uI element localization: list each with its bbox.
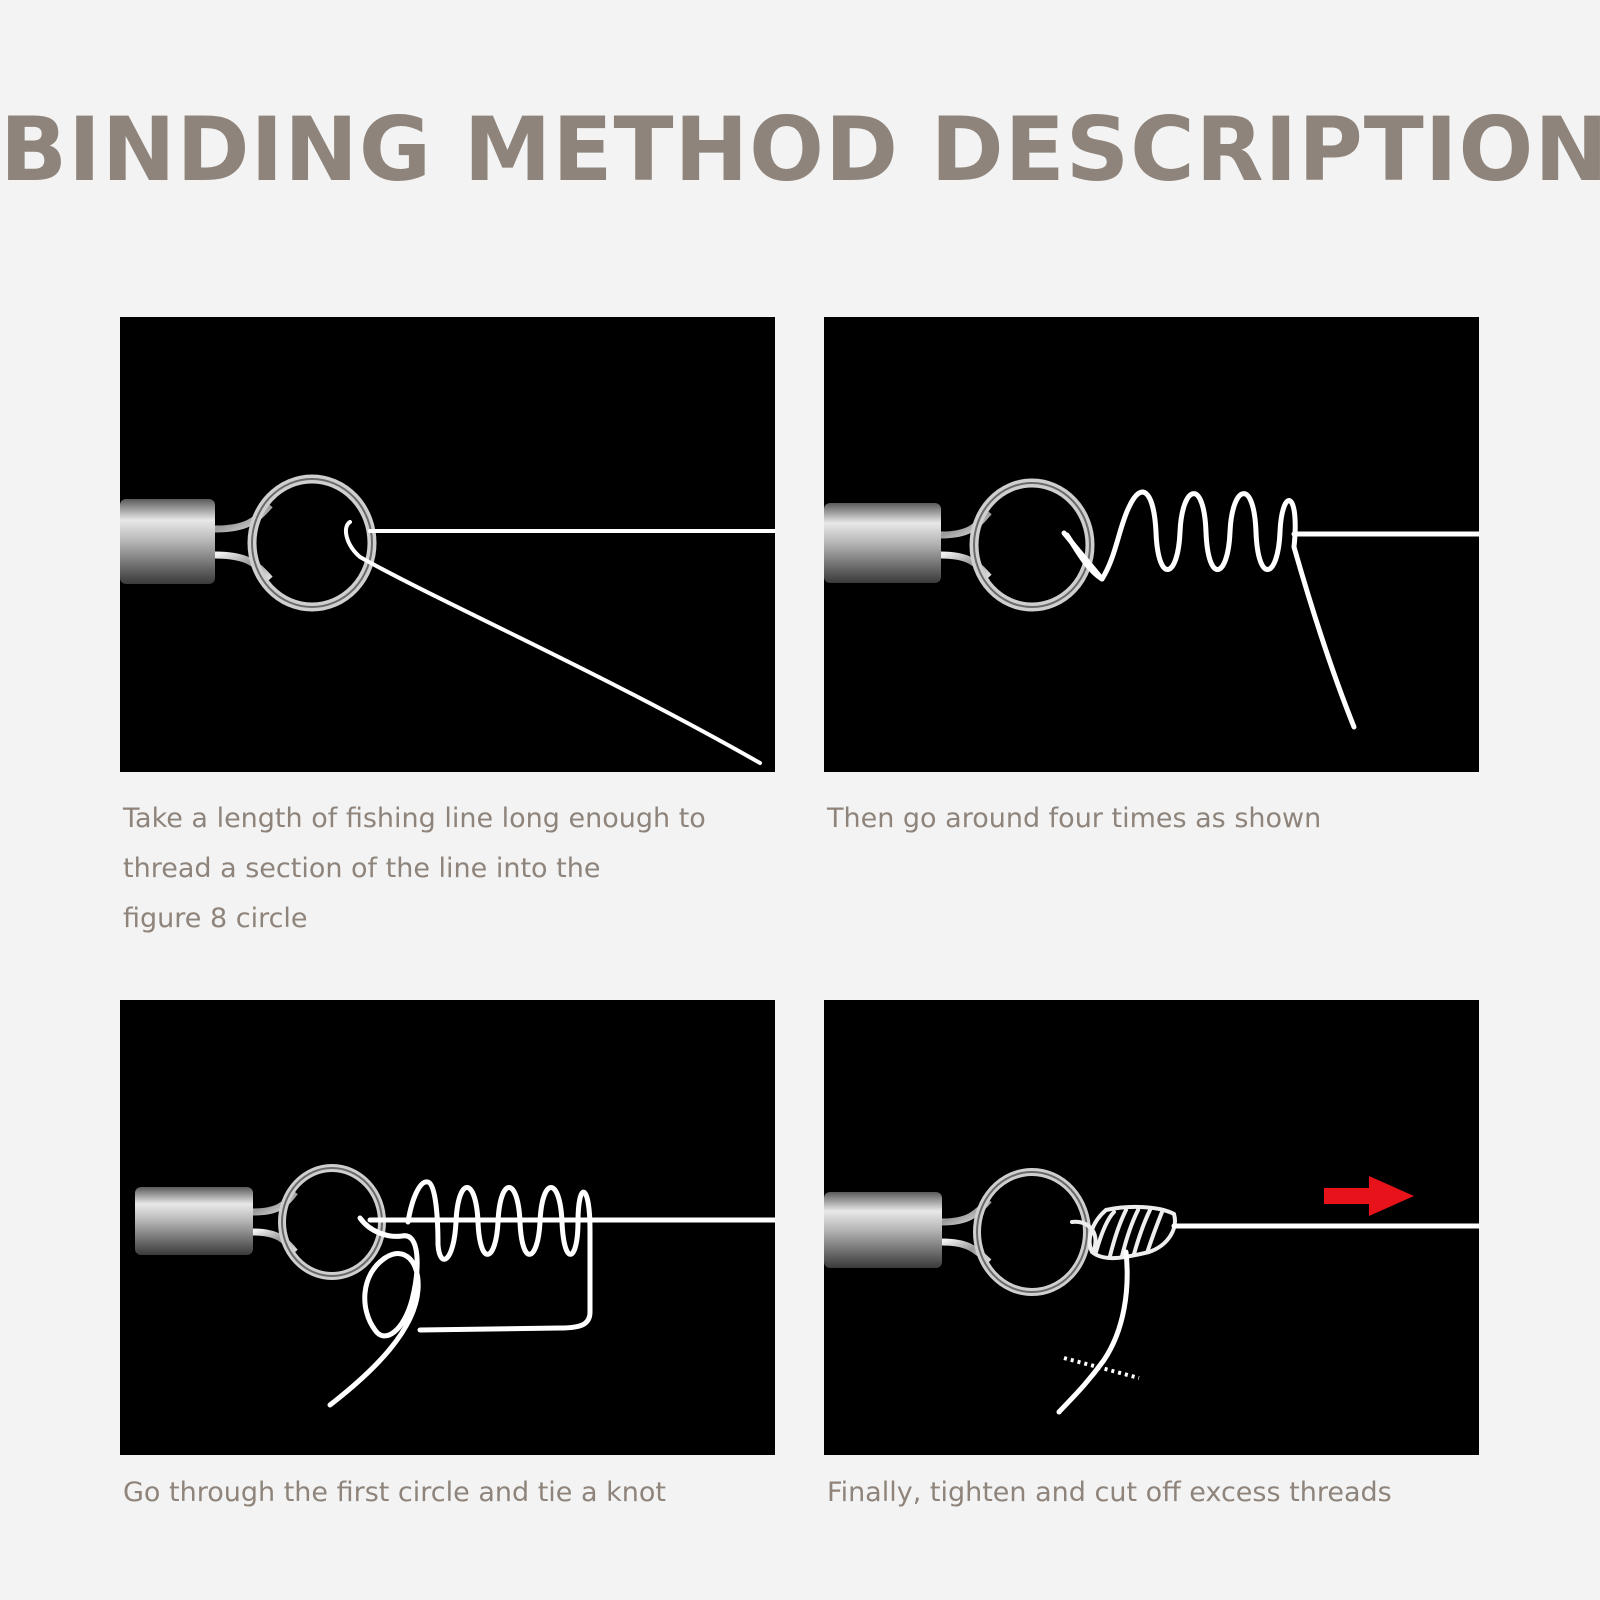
step-2-caption: Then go around four times as shown: [827, 803, 1322, 834]
step-4-illustration: [824, 1000, 1479, 1455]
step-2-illustration: [824, 317, 1479, 772]
swivel-icon: [120, 1164, 386, 1280]
step-1-illustration: [120, 317, 775, 772]
step-4-caption: Finally, tighten and cut off excess thre…: [827, 1477, 1392, 1508]
fishing-line: [1056, 1223, 1479, 1415]
page-title: BINDING METHOD DESCRIPTION: [0, 98, 1600, 201]
step-3-illustration: [120, 1000, 775, 1455]
swivel-icon: [824, 1168, 1091, 1296]
swivel-icon: [120, 474, 377, 612]
fishing-line: [327, 1179, 775, 1408]
step-3-caption: Go through the first circle and tie a kn…: [123, 1477, 666, 1508]
fishing-line: [343, 520, 775, 765]
arrow-right-icon: [1324, 1176, 1414, 1216]
cut-mark-icon: [1063, 1356, 1140, 1380]
fishing-line: [1061, 489, 1479, 730]
knot: [1070, 1204, 1177, 1260]
swivel-icon: [824, 478, 1095, 612]
step-1-caption: Take a length of fishing line long enoug…: [123, 803, 706, 934]
